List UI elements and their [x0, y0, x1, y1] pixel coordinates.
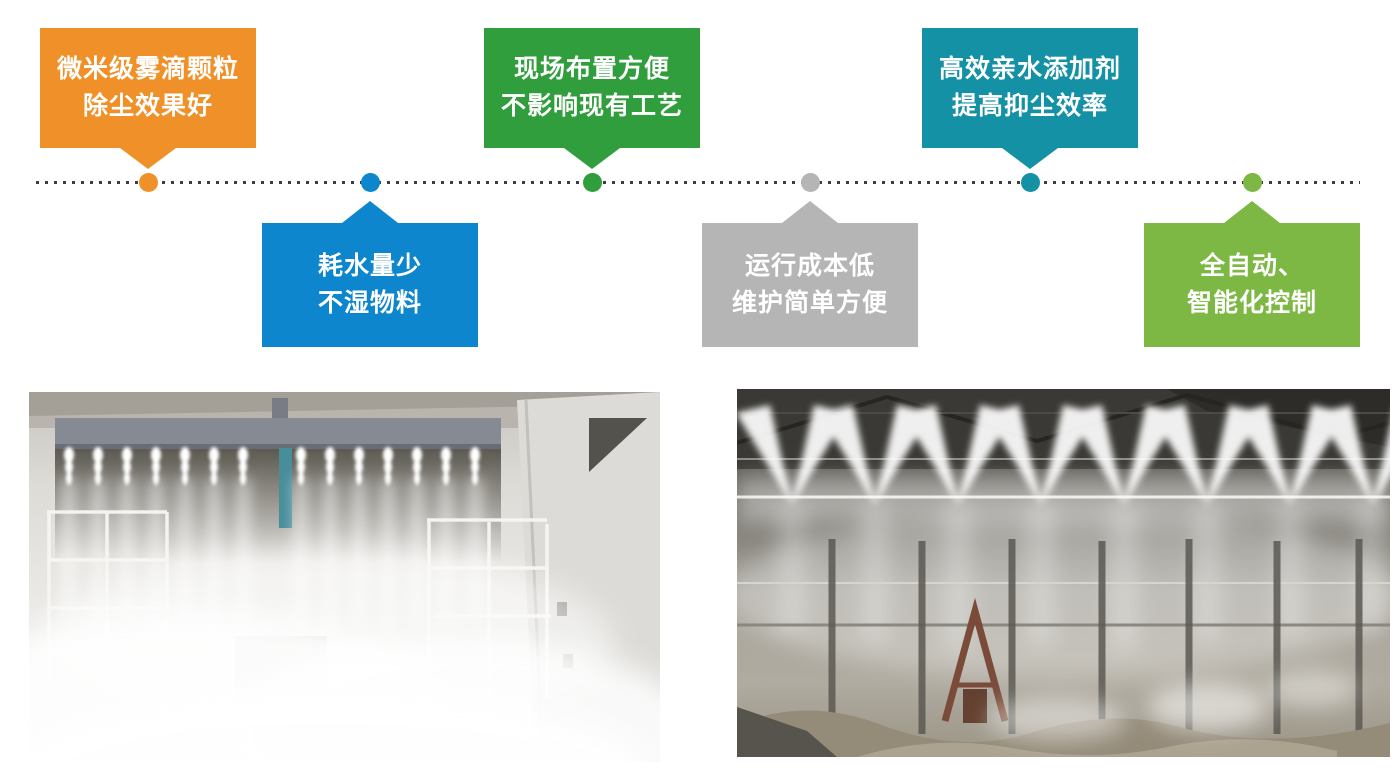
- callout-text-line: 微米级雾滴颗粒: [56, 55, 239, 83]
- steel-structure: [737, 539, 1390, 734]
- a-frame-hoist: [941, 597, 1009, 723]
- indoor-mist-illustration: [29, 392, 660, 762]
- callout-low-water-use: 耗水量少 不湿物料: [262, 201, 478, 347]
- timeline-dot-3: [583, 173, 602, 192]
- callout-bubble: 耗水量少 不湿物料: [262, 223, 478, 347]
- callout-bubble: 高效亲水添加剂 提高抑尘效率: [922, 28, 1138, 148]
- callout-hydrophilic-additive: 高效亲水添加剂 提高抑尘效率: [922, 28, 1138, 169]
- callout-bubble: 全自动、 智能化控制: [1144, 223, 1360, 347]
- callout-micron-droplets: 微米级雾滴颗粒 除尘效果好: [40, 28, 256, 169]
- callout-automatic-control: 全自动、 智能化控制: [1144, 201, 1360, 347]
- callout-text-line: 不湿物料: [317, 289, 422, 317]
- photo-indoor-mist-curtain: [29, 392, 660, 762]
- callout-text-line: 现场布置方便: [513, 55, 670, 83]
- photo-warehouse-fog-jets: [737, 389, 1390, 757]
- warehouse-fog-illustration: [737, 389, 1390, 757]
- callout-low-running-cost: 运行成本低 维护简单方便: [702, 201, 918, 347]
- timeline-dot-5: [1021, 173, 1040, 192]
- timeline-dot-2: [361, 173, 380, 192]
- features-timeline: 微米级雾滴颗粒 除尘效果好 耗水量少 不湿物料 现场布置方便 不影响现有工艺: [0, 0, 1396, 380]
- pointer-down-icon: [120, 148, 176, 169]
- ground-mist-patches: [987, 671, 1357, 741]
- callout-bubble: 现场布置方便 不影响现有工艺: [484, 28, 700, 148]
- callout-text-line: 运行成本低: [744, 252, 875, 280]
- pointer-down-icon: [1002, 148, 1058, 169]
- callout-text-line: 全自动、: [1199, 252, 1304, 280]
- callout-text-line: 提高抑尘效率: [951, 92, 1108, 120]
- callout-text-line: 耗水量少: [317, 252, 422, 280]
- pointer-up-icon: [1224, 201, 1280, 223]
- callout-bubble: 微米级雾滴颗粒 除尘效果好: [40, 28, 256, 148]
- pointer-down-icon: [564, 148, 620, 169]
- timeline-dotted-line: [36, 181, 1360, 184]
- callout-text-line: 不影响现有工艺: [500, 92, 683, 120]
- timeline-dot-1: [139, 173, 158, 192]
- callout-text-line: 高效亲水添加剂: [938, 55, 1121, 83]
- callout-bubble: 运行成本低 维护简单方便: [702, 223, 918, 347]
- timeline-dot-4: [801, 173, 820, 192]
- callout-text-line: 智能化控制: [1186, 289, 1317, 317]
- spray-manifold-bar: [55, 398, 501, 528]
- mid-haze: [737, 509, 1390, 679]
- callout-text-line: 除尘效果好: [82, 92, 213, 120]
- fog-cloud: [29, 552, 660, 762]
- pointer-up-icon: [342, 201, 398, 223]
- pointer-up-icon: [782, 201, 838, 223]
- callout-easy-site-layout: 现场布置方便 不影响现有工艺: [484, 28, 700, 169]
- callout-text-line: 维护简单方便: [731, 289, 888, 317]
- timeline-dot-6: [1243, 173, 1262, 192]
